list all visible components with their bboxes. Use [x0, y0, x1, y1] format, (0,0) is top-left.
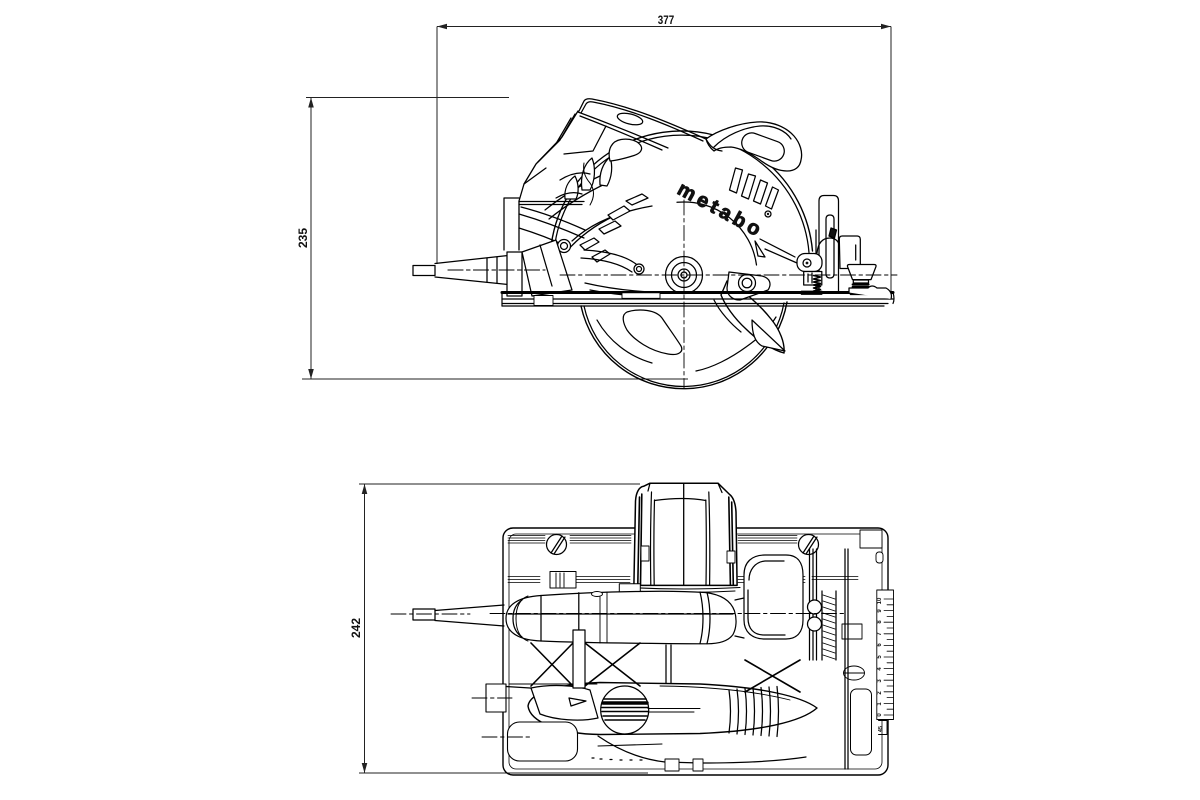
- svg-text:1: 1: [877, 702, 883, 706]
- svg-text:45: 45: [878, 726, 884, 732]
- svg-text:242: 242: [349, 618, 363, 638]
- svg-text:10: 10: [877, 597, 883, 604]
- svg-text:8: 8: [877, 620, 883, 624]
- svg-text:4: 4: [877, 667, 883, 671]
- svg-text:235: 235: [296, 228, 310, 248]
- svg-text:3: 3: [877, 679, 883, 683]
- svg-text:7: 7: [877, 632, 883, 636]
- svg-text:6: 6: [877, 643, 883, 647]
- svg-text:377: 377: [658, 14, 674, 27]
- svg-text:2: 2: [877, 691, 883, 695]
- svg-text:5: 5: [877, 655, 883, 659]
- svg-text:9: 9: [877, 609, 883, 613]
- svg-text:0: 0: [877, 713, 883, 717]
- svg-text:metabo: metabo: [674, 178, 768, 243]
